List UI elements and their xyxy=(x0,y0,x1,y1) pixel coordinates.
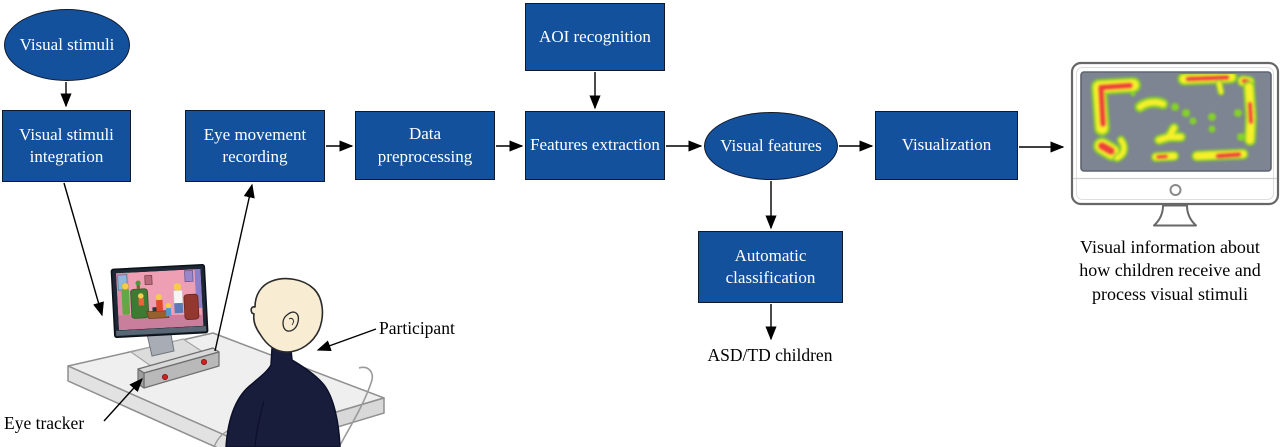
tracker-led-right xyxy=(200,358,207,365)
node-visual-stimuli-integration: Visual stimuli integration xyxy=(2,110,131,182)
eye-tracker-illustration xyxy=(137,347,220,389)
participant-label: Participant xyxy=(379,318,455,338)
experiment-scene-illustration xyxy=(67,263,385,447)
monitor-button xyxy=(1169,184,1182,196)
node-eye-movement-recording: Eye movement recording xyxy=(185,110,325,182)
node-visual-features: Visual features xyxy=(704,112,838,180)
caption-line-1: Visual information about xyxy=(1080,237,1260,257)
heatmap-screen xyxy=(1080,71,1272,172)
node-label: Features extraction xyxy=(530,135,660,155)
node-visual-stimuli: Visual stimuli xyxy=(4,9,130,81)
caption-line-3: process visual stimuli xyxy=(1092,283,1248,304)
eye-tracker-label: Eye tracker xyxy=(4,413,85,433)
output-classes-label: ASD/TD children xyxy=(707,345,833,365)
node-label: Visual stimuli xyxy=(19,34,115,54)
node-aoi-recognition: AOI recognition xyxy=(525,3,665,71)
node-visualization: Visualization xyxy=(875,111,1018,180)
node-features-extraction: Features extraction xyxy=(525,111,665,180)
caption-line-2: how children receive and xyxy=(1079,260,1261,281)
gaze-heatmap xyxy=(1091,74,1257,163)
node-automatic-classification: Automatic classification xyxy=(698,231,843,303)
node-data-preprocessing: Data preprocessing xyxy=(355,111,495,180)
node-label: Visualization xyxy=(901,135,992,155)
tracker-led-left xyxy=(161,373,168,380)
stimulus-monitor-illustration xyxy=(110,263,209,367)
heatmap-monitor-illustration xyxy=(1070,61,1280,227)
node-label: Data preprocessing xyxy=(377,124,473,166)
result-caption: Visual information about how children re… xyxy=(1053,236,1287,306)
cartoon-stimulus-frame xyxy=(116,268,204,331)
node-label: Visual stimuli integration xyxy=(19,124,114,166)
node-label: Eye movement recording xyxy=(203,124,307,166)
node-label: Visual features xyxy=(720,135,822,155)
participant-ear xyxy=(282,311,300,332)
node-label: Automatic classification xyxy=(725,245,816,287)
participant-illustration xyxy=(225,277,341,447)
node-label: AOI recognition xyxy=(539,26,651,46)
monitor-stand xyxy=(1153,204,1197,227)
